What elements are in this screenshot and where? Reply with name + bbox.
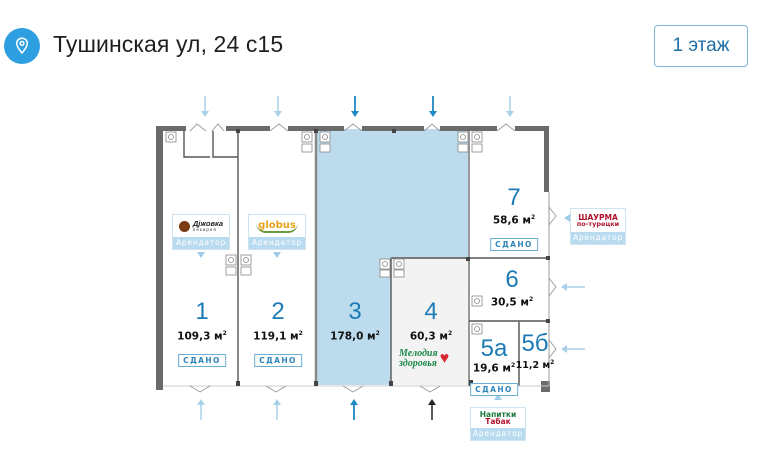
unit-area: 11,2 м2 <box>515 359 555 372</box>
entrance-arrow <box>350 399 358 420</box>
entrance-arrow <box>201 96 209 117</box>
map-pin-icon <box>15 37 29 55</box>
unit-area: 30,5 м2 <box>490 296 534 309</box>
tenant-pointer <box>273 252 281 258</box>
unit-number: 1 <box>195 298 209 325</box>
unit-area: 119,1 м2 <box>253 330 303 343</box>
tenant-logo: globus <box>256 219 298 233</box>
unit-area: 19,6 м2 <box>472 362 516 375</box>
unit-number: 3 <box>348 298 362 325</box>
entrance-arrows <box>197 96 585 420</box>
tenant-tag: Арендатор <box>471 428 525 440</box>
restroom-fixtures <box>165 131 483 335</box>
tenant-tag: Арендатор <box>249 237 305 249</box>
entrance-arrow <box>561 283 585 291</box>
tenant-card-unit-2[interactable]: globus Арендатор <box>248 214 306 250</box>
tenant-card-unit-7[interactable]: ШАУРМА по-турецки Арендатор <box>570 208 626 245</box>
unit-3-label[interactable]: 3 178,0 м2 <box>330 300 380 343</box>
unit-area: 58,6 м2 <box>492 214 536 227</box>
entrance-arrow <box>428 399 436 420</box>
entrance-arrow <box>274 96 282 117</box>
tenant-tag: Арендатор <box>173 237 229 249</box>
unit-area: 109,3 м2 <box>177 330 227 343</box>
status-badge: СДАНО <box>470 382 518 396</box>
unit-number: 6 <box>505 266 519 293</box>
tenant-card-unit-1[interactable]: Дjжовка пекарня Арендатор <box>172 214 230 250</box>
status-badge: СДАНО <box>178 353 226 367</box>
unit-number: 2 <box>271 298 285 325</box>
tenant-logo: Напитки Табак <box>479 409 517 426</box>
unit-3-area-lower[interactable] <box>317 259 391 385</box>
unit-3-area[interactable] <box>317 129 469 259</box>
location-badge <box>4 28 40 64</box>
entrance-arrow <box>429 96 437 117</box>
unit-2-label[interactable]: 2 119,1 м2 СДАНО <box>253 300 303 368</box>
unit-1-label[interactable]: 1 109,3 м2 СДАНО <box>177 300 227 368</box>
tenant-pointer <box>564 214 570 222</box>
unit-5b-label[interactable]: 5б 11,2 м2 <box>515 330 555 372</box>
entrance-arrow <box>561 345 585 353</box>
unit-4-label[interactable]: 4 60,3 м2 <box>410 300 452 343</box>
status-badge: СДАНО <box>490 237 538 251</box>
unit-number: 7 <box>507 184 521 211</box>
unit-area: 60,3 м2 <box>409 330 453 343</box>
address-title: Тушинская ул, 24 с15 <box>53 31 284 57</box>
entrance-arrow <box>273 399 281 420</box>
status-badge: СДАНО <box>254 353 302 367</box>
entrance-arrow <box>197 399 205 420</box>
unit-number: 5а <box>480 335 508 362</box>
tenant-logo: ШАУРМА по-турецки <box>576 212 620 228</box>
tenant-pointer <box>197 252 205 258</box>
tenant-tag: Арендатор <box>571 232 625 244</box>
entrance-arrow <box>506 96 514 117</box>
tenant-card-unit-5a[interactable]: Напитки Табак Арендатор <box>470 407 526 441</box>
floor-selector-button[interactable]: 1 этаж <box>654 25 748 67</box>
unit-5a-label[interactable]: 5а 19,6 м2 СДАНО <box>470 337 518 397</box>
tenant-logo: Дjжовка пекарня <box>173 215 229 237</box>
tenant-pointer <box>494 394 502 400</box>
heart-icon: ♥ <box>439 350 450 367</box>
entrance-arrow <box>351 96 359 117</box>
unit-7-label[interactable]: 7 58,6 м2 СДАНО <box>490 186 538 252</box>
unit-6-label[interactable]: 6 30,5 м2 <box>491 268 533 309</box>
unit-number: 4 <box>424 298 438 325</box>
unit-number: 5б <box>521 330 549 357</box>
unit-4-area[interactable] <box>391 259 469 385</box>
unit-4-brand: Мелодия здоровья ♥ <box>399 348 450 369</box>
unit-area: 178,0 м2 <box>330 330 380 343</box>
